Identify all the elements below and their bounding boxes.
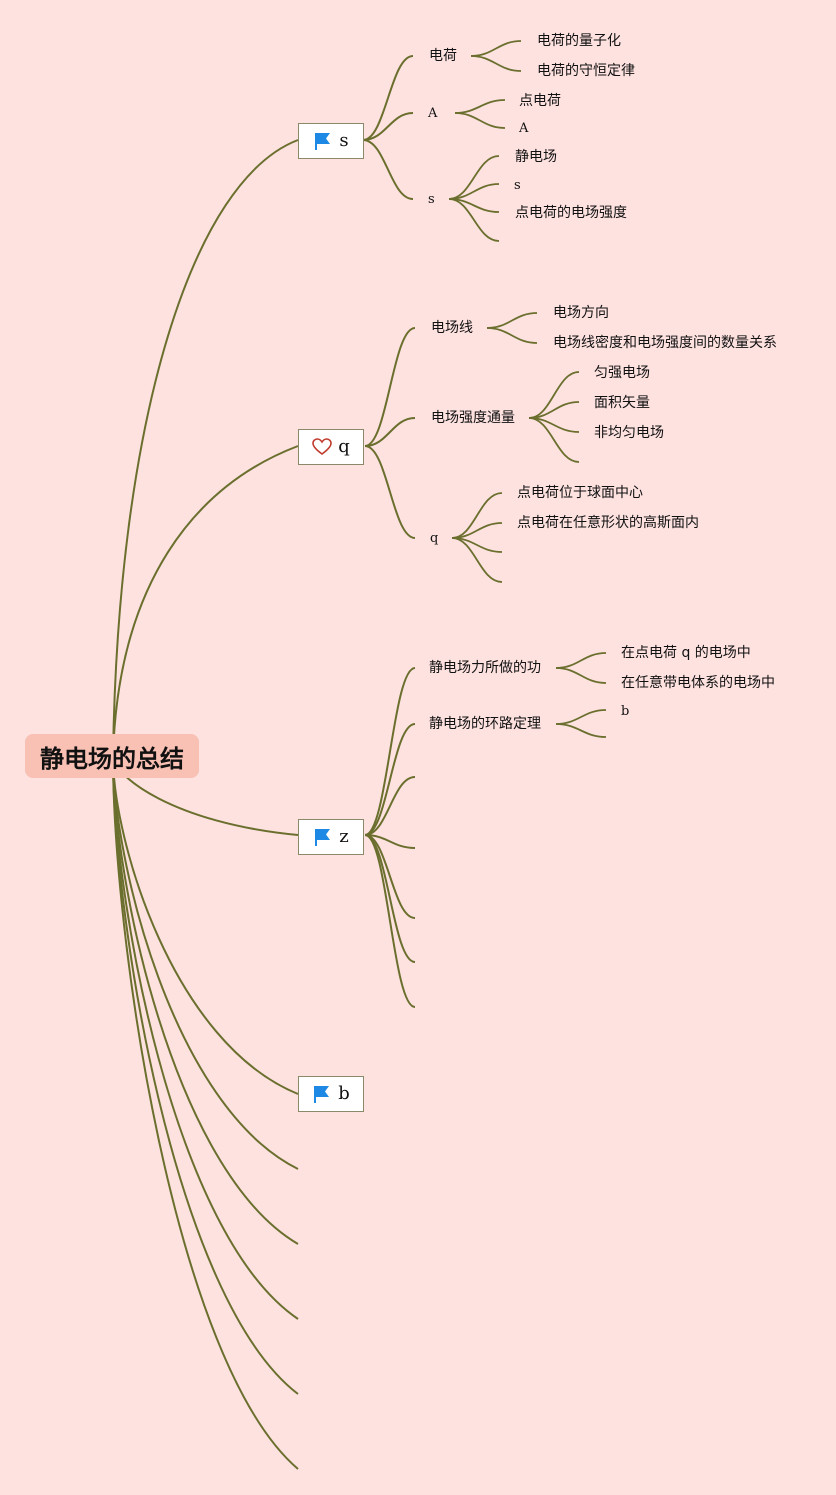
connector-line <box>448 155 500 200</box>
subtopic-node[interactable]: 点电荷的电场强度 <box>515 205 627 221</box>
connector-line <box>112 755 299 1095</box>
subtopic-node[interactable]: b <box>621 704 630 719</box>
subtopic-node[interactable]: 面积矢量 <box>594 395 650 411</box>
connector-line <box>555 652 607 669</box>
subtopic-node[interactable]: 电荷的守恒定律 <box>537 63 635 79</box>
connector-line <box>112 755 299 1470</box>
connector-line <box>451 537 503 583</box>
branch-label: z <box>339 826 349 847</box>
connector-line <box>486 327 538 344</box>
connector-line <box>454 99 506 114</box>
connector-line <box>364 445 416 539</box>
heart-icon <box>312 438 333 455</box>
flag-icon <box>314 1086 330 1103</box>
topic-node[interactable]: 电场线 <box>431 320 473 336</box>
subtopic-node[interactable]: A <box>519 121 529 136</box>
connector-line <box>364 776 416 836</box>
connector-line <box>112 755 299 1320</box>
connector-line <box>112 139 299 757</box>
connector-line <box>112 755 299 1245</box>
topic-node[interactable]: q <box>430 531 439 546</box>
connector-line <box>362 139 414 200</box>
connector-line <box>362 112 414 141</box>
connector-line <box>364 667 416 836</box>
connector-line <box>362 55 414 141</box>
connector-line <box>364 834 416 963</box>
connector-line <box>112 445 299 757</box>
topic-node[interactable]: 电荷 <box>429 48 457 64</box>
connector-line <box>555 723 607 738</box>
connector-line <box>555 709 607 725</box>
subtopic-node[interactable]: 电荷的量子化 <box>537 33 621 49</box>
topic-node[interactable]: 电场强度通量 <box>431 410 515 426</box>
connector-line <box>364 834 416 849</box>
connector-line <box>555 667 607 684</box>
branch-label: s <box>339 130 349 151</box>
connector-line <box>364 723 416 836</box>
connector-line <box>448 198 500 242</box>
subtopic-node[interactable]: 在任意带电体系的电场中 <box>621 675 775 691</box>
subtopic-node[interactable]: 电场方向 <box>553 305 609 321</box>
subtopic-node[interactable]: 在点电荷 q 的电场中 <box>621 645 751 661</box>
topic-node[interactable]: s <box>428 192 435 207</box>
branch-label: b <box>338 1083 350 1104</box>
flag-icon <box>315 133 331 150</box>
flag-icon <box>315 829 331 846</box>
root-topic[interactable]: 静电场的总结 <box>25 734 199 778</box>
branch-q[interactable]: q <box>298 429 364 465</box>
branch-z[interactable]: z <box>298 819 364 855</box>
subtopic-node[interactable]: s <box>514 178 521 193</box>
subtopic-node[interactable]: 点电荷 <box>519 93 561 109</box>
connector-line <box>364 834 416 1008</box>
subtopic-node[interactable]: 匀强电场 <box>594 365 650 381</box>
connector-line <box>470 40 522 57</box>
subtopic-node[interactable]: 点电荷位于球面中心 <box>517 485 643 501</box>
subtopic-node[interactable]: 静电场 <box>515 149 557 165</box>
branch-s[interactable]: s <box>298 123 364 159</box>
topic-node[interactable]: A <box>428 106 438 121</box>
connector-line <box>470 55 522 72</box>
subtopic-node[interactable]: 点电荷在任意形状的高斯面内 <box>517 515 699 531</box>
subtopic-node[interactable]: 非均匀电场 <box>594 425 664 441</box>
connector-line <box>364 327 416 447</box>
connector-line <box>486 312 538 329</box>
topic-node[interactable]: 静电场的环路定理 <box>429 716 541 732</box>
branch-b[interactable]: b <box>298 1076 364 1112</box>
topic-node[interactable]: 静电场力所做的功 <box>429 660 541 676</box>
connector-line <box>454 112 506 129</box>
branch-label: q <box>338 436 350 457</box>
connector-line <box>364 417 416 447</box>
connector-line <box>528 371 580 419</box>
subtopic-node[interactable]: 电场线密度和电场强度间的数量关系 <box>553 335 777 351</box>
connector-line <box>528 417 580 463</box>
